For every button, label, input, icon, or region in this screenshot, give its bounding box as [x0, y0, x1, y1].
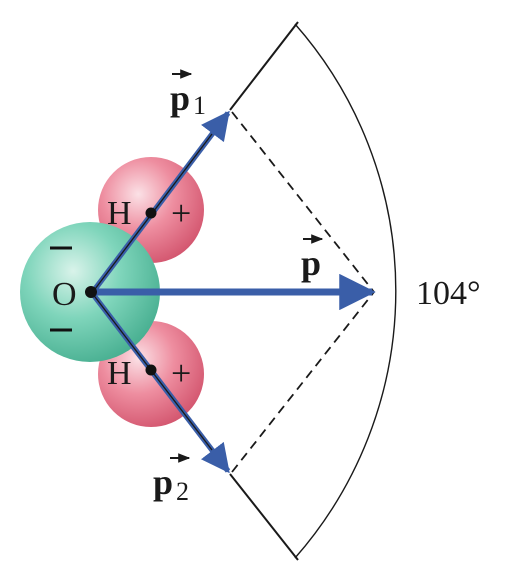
p1-label-letter: p	[170, 78, 190, 118]
dashed-edge-bottom	[231, 291, 375, 473]
top-boundary-line	[229, 21, 299, 111]
hydrogen-top-nucleus-dot	[145, 207, 157, 219]
hydrogen-top-label: H	[107, 195, 132, 232]
p1-label-subscript: 1	[193, 91, 206, 120]
oxygen-nucleus-dot	[85, 286, 97, 298]
p2-label-letter: p	[153, 462, 173, 502]
oxygen-label: O	[52, 276, 77, 313]
plus-bottom-label: +	[171, 353, 191, 393]
bottom-boundary-line	[229, 473, 299, 561]
dashed-edge-top	[231, 111, 375, 293]
hydrogen-bottom-nucleus-dot	[145, 364, 157, 376]
angle-arc	[294, 23, 397, 559]
angle-label: 104°	[416, 275, 481, 312]
p2-label-subscript: 2	[176, 477, 189, 506]
hydrogen-bottom-label: H	[107, 355, 132, 392]
plus-top-label: +	[171, 193, 191, 233]
p-label-letter: p	[301, 243, 321, 283]
